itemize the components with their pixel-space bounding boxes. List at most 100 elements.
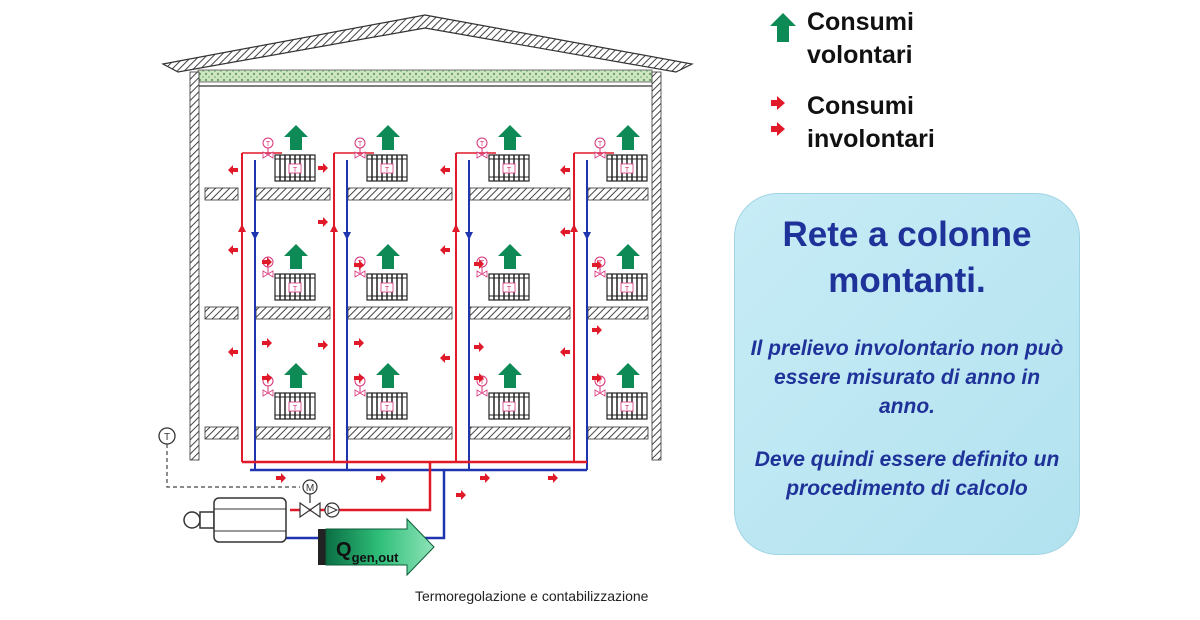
floor-slab: [255, 426, 331, 440]
thermostat-label: T: [358, 379, 363, 386]
floor-slab: [204, 187, 239, 201]
involuntary-loss-arrow: [592, 373, 602, 383]
heat-meter-label: T: [507, 167, 512, 174]
involuntary-loss-arrow: [376, 473, 386, 483]
heat-meter-icon: [620, 282, 634, 293]
valve-icon: [354, 270, 361, 278]
valve-icon: [476, 270, 483, 278]
voluntary-consumption-arrow: [284, 125, 308, 150]
heat-meter-icon: [380, 163, 394, 174]
heat-meter-label: T: [625, 405, 630, 412]
outdoor-temperature-sensor: T: [158, 427, 300, 488]
motor-label: M: [306, 483, 314, 494]
involuntary-arrow-icon: [771, 96, 785, 136]
floor-slab: [204, 426, 239, 440]
floor-slab: [255, 187, 331, 201]
involuntary-loss-arrow: [354, 373, 364, 383]
involuntary-loss-arrow: [276, 473, 286, 483]
voluntary-consumption-arrow: [498, 244, 522, 269]
valve-icon: [262, 270, 269, 278]
voluntary-consumption-arrow: [376, 125, 400, 150]
floor-slab: [587, 306, 649, 320]
involuntary-loss-arrow: [262, 373, 272, 383]
valve-icon: [594, 151, 601, 159]
heat-meter-label: T: [625, 167, 630, 174]
flow-up-marker: [570, 224, 578, 232]
heat-meter-icon: [502, 163, 516, 174]
involuntary-loss-arrow: [560, 165, 570, 175]
involuntary-loss-arrow: [262, 338, 272, 348]
radiator-group: TT: [476, 125, 530, 182]
floor-slab: [347, 426, 453, 440]
valve-icon: [481, 151, 488, 159]
radiator-group: TT: [594, 244, 648, 301]
floor-slab: [347, 187, 453, 201]
legend-voluntary-label: Consumi volontari: [807, 8, 914, 69]
floor-slab: [347, 306, 453, 320]
heat-meter-icon: [380, 282, 394, 293]
valve-icon: [354, 151, 361, 159]
voluntary-consumption-arrow: [616, 125, 640, 150]
valve-icon: [599, 389, 606, 397]
thermostat-label: T: [266, 141, 271, 148]
voluntary-arrow-icon: [770, 13, 796, 42]
heat-meter-label: T: [293, 405, 298, 412]
heat-meter-icon: [380, 401, 394, 412]
info-title: Rete a colonne montanti.: [782, 215, 1032, 300]
heat-meter-label: T: [507, 286, 512, 293]
flow-down-marker: [465, 232, 473, 240]
valve-icon: [599, 270, 606, 278]
heat-meter-icon: [288, 163, 302, 174]
floor-slab: [204, 306, 239, 320]
radiator-group: TT: [354, 244, 408, 301]
floor-slab: [255, 306, 331, 320]
floor-slab: [587, 187, 649, 201]
voluntary-consumption-arrow: [376, 363, 400, 388]
involuntary-loss-arrow: [548, 473, 558, 483]
output-subscript: gen,out: [352, 550, 400, 565]
involuntary-loss-arrow: [228, 165, 238, 175]
heat-meter-label: T: [385, 286, 390, 293]
flow-up-marker: [452, 224, 460, 232]
heat-meter-icon: [502, 282, 516, 293]
valve-icon: [267, 270, 274, 278]
generator-output-arrow: Qgen,out: [318, 517, 435, 577]
distribution-pipes: [238, 152, 614, 540]
floor-slab: [587, 426, 649, 440]
radiator-group: TT: [354, 363, 408, 420]
thermostat-label: T: [266, 379, 271, 386]
voluntary-consumption-arrow: [498, 363, 522, 388]
valve-icon: [262, 151, 269, 159]
flow-down-marker: [251, 232, 259, 240]
valve-icon: [476, 389, 483, 397]
radiator-units: TTTTTTTTTTTTTTTTTTTTTTTT: [262, 125, 648, 420]
involuntary-loss-arrow: [354, 260, 364, 270]
radiator-group: TT: [476, 244, 530, 301]
valve-icon: [359, 389, 366, 397]
heat-meter-label: T: [385, 167, 390, 174]
info-paragraph-calculation: Deve quindi essere definito un procedime…: [754, 448, 1060, 500]
involuntary-loss-arrow: [318, 163, 328, 173]
valve-icon: [267, 389, 274, 397]
legend-voluntary: Consumi volontari: [755, 6, 967, 72]
voluntary-consumption-arrow: [616, 244, 640, 269]
involuntary-loss-arrow: [228, 245, 238, 255]
voluntary-consumption-arrow: [284, 363, 308, 388]
involuntary-loss-arrow: [560, 227, 570, 237]
radiator-group: TT: [262, 363, 316, 420]
info-paragraph-measurement: Il prelievo involontario non può essere …: [750, 337, 1064, 418]
circulation-pump: [324, 502, 340, 518]
involuntary-loss-arrow: [474, 259, 484, 269]
voluntary-consumption-arrow: [616, 363, 640, 388]
radiator-group: TT: [262, 125, 316, 182]
roof: [161, 14, 694, 73]
radiator-group: TT: [594, 363, 648, 420]
floor-slab: [469, 187, 571, 201]
heat-meter-label: T: [507, 405, 512, 412]
radiator-group: TT: [594, 125, 648, 182]
involuntary-loss-arrow: [262, 257, 272, 267]
radiator-group: TT: [354, 125, 408, 182]
valve-icon: [354, 389, 361, 397]
radiator-group: TT: [476, 363, 530, 420]
